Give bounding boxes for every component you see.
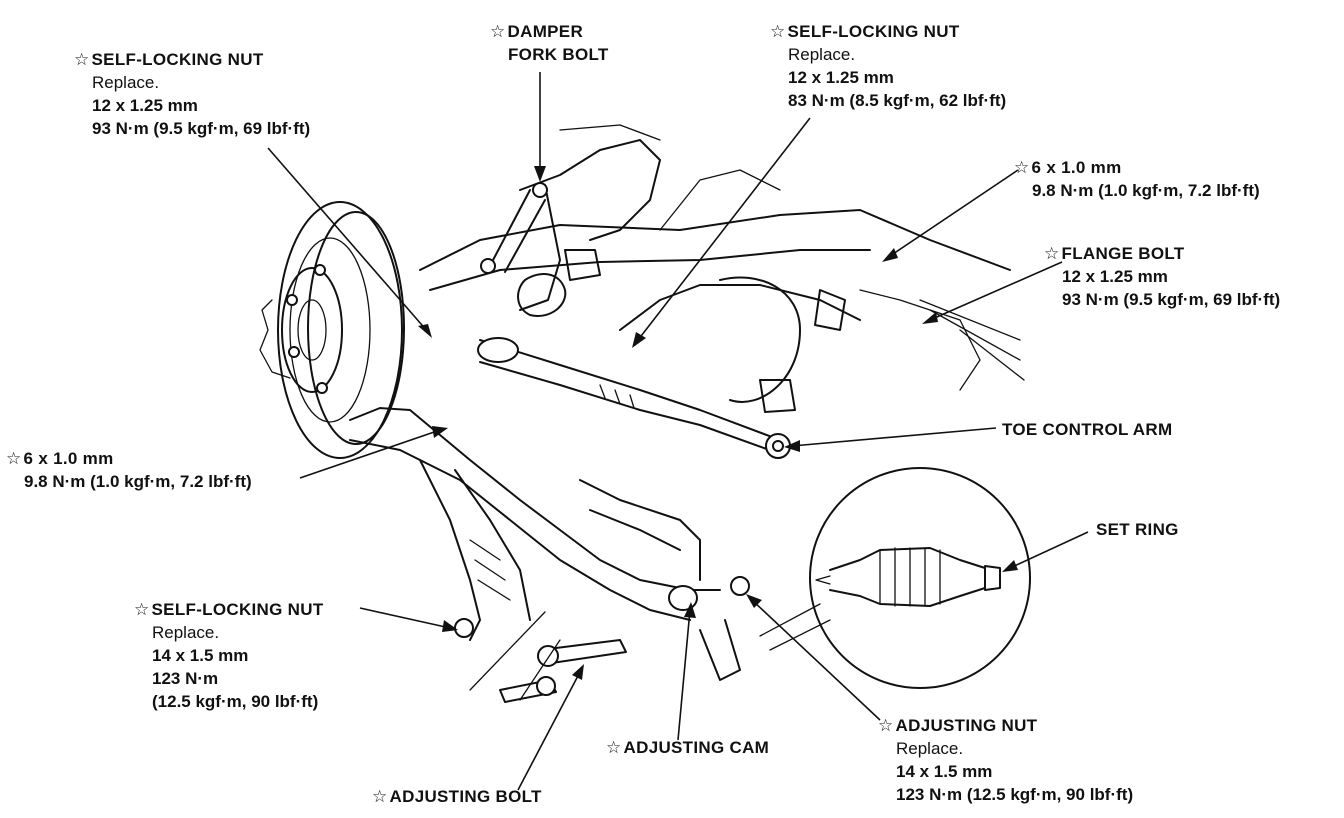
star-icon: ☆ bbox=[6, 449, 22, 468]
subframe bbox=[419, 169, 1025, 413]
star-icon: ☆ bbox=[1044, 244, 1060, 263]
star-icon: ☆ bbox=[490, 22, 506, 41]
label-self-locking-nut-upper-middle: ☆SELF-LOCKING NUT Replace. 12 x 1.25 mm … bbox=[770, 22, 1007, 110]
star-icon: ☆ bbox=[372, 787, 388, 806]
label-bolt-6mm-upper-right: ☆6 x 1.0 mm 9.8 N·m (1.0 kgf·m, 7.2 lbf·… bbox=[1014, 158, 1260, 200]
star-icon: ☆ bbox=[134, 600, 150, 619]
label-self-locking-nut-lower-left: ☆SELF-LOCKING NUT Replace. 14 x 1.5 mm 1… bbox=[134, 600, 324, 711]
label-set-ring: SET RING bbox=[1096, 520, 1179, 539]
leader-lines bbox=[267, 72, 1089, 791]
star-icon: ☆ bbox=[770, 22, 786, 41]
star-icon: ☆ bbox=[606, 738, 622, 757]
label-bolt-6mm-left: ☆6 x 1.0 mm 9.8 N·m (1.0 kgf·m, 7.2 lbf·… bbox=[6, 449, 252, 491]
star-icon: ☆ bbox=[878, 716, 894, 735]
label-adjusting-bolt: ☆ADJUSTING BOLT bbox=[372, 787, 542, 806]
label-adjusting-cam: ☆ADJUSTING CAM bbox=[606, 738, 770, 757]
toe-control-arm-drawing bbox=[477, 337, 791, 459]
label-flange-bolt: ☆FLANGE BOLT 12 x 1.25 mm 93 N·m (9.5 kg… bbox=[1044, 244, 1281, 309]
star-icon: ☆ bbox=[1014, 158, 1030, 177]
adjusting-bolts bbox=[469, 611, 627, 703]
label-toe-control-arm: TOE CONTROL ARM bbox=[1002, 420, 1173, 439]
label-damper-fork-bolt: ☆DAMPER FORK BOLT bbox=[490, 22, 609, 64]
star-icon: ☆ bbox=[74, 50, 90, 69]
label-adjusting-nut: ☆ADJUSTING NUT Replace. 14 x 1.5 mm 123 … bbox=[878, 716, 1134, 804]
set-ring-detail bbox=[759, 467, 1031, 689]
lower-arm bbox=[349, 407, 750, 681]
label-self-locking-nut-upper-left: ☆SELF-LOCKING NUT Replace. 12 x 1.25 mm … bbox=[74, 50, 311, 138]
brake-disc-hub bbox=[259, 201, 405, 459]
damper-assembly bbox=[480, 124, 661, 317]
